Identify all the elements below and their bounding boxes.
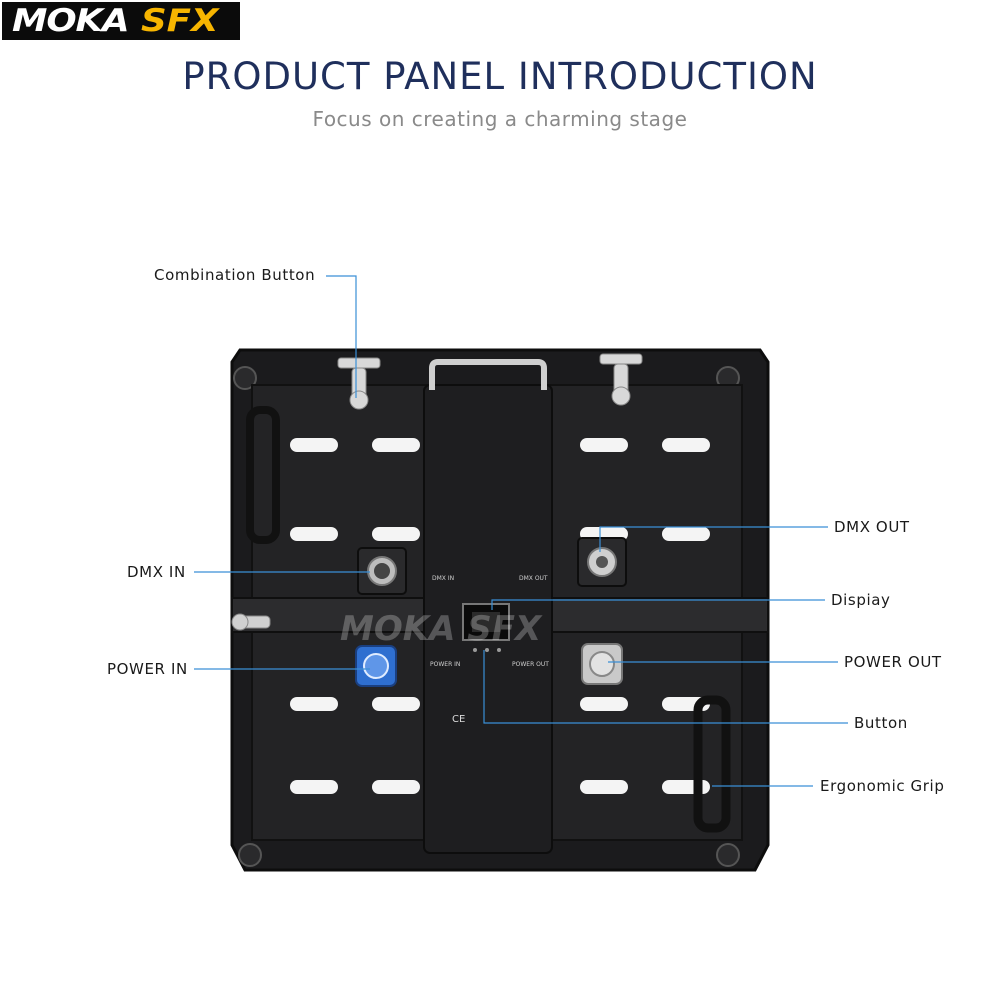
power-in-connector <box>355 645 397 687</box>
dmx-in-connector <box>357 547 407 595</box>
label-ergonomic-grip: Ergonomic Grip <box>820 777 945 795</box>
certification-marks: CE <box>452 714 465 725</box>
label-power-out: POWER OUT <box>844 653 942 671</box>
label-combination-button: Combination Button <box>154 266 316 284</box>
leader-button <box>483 650 848 724</box>
power-out-connector <box>581 643 623 685</box>
logo-text-moka: MOKA <box>12 3 130 39</box>
dmx-out-connector <box>577 537 627 587</box>
label-dmx-out: DMX OUT <box>834 518 910 536</box>
brand-logo: MOKA SFX <box>2 2 240 40</box>
leader-display <box>491 599 825 610</box>
page-title: PRODUCT PANEL INTRODUCTION <box>182 55 818 98</box>
panel-mark-power-out: POWER OUT <box>512 661 549 668</box>
combination-lock-right <box>599 353 643 406</box>
control-buttons <box>473 648 501 652</box>
top-handle <box>429 359 547 390</box>
label-dmx-in: DMX IN <box>127 563 186 581</box>
corner-bolts <box>233 366 740 867</box>
combination-lock-left <box>337 357 381 410</box>
panel-mark-dmx-in: DMX IN <box>432 575 454 582</box>
label-display: Dispiay <box>831 591 891 609</box>
ventilation-slots <box>290 438 710 794</box>
leader-lines <box>194 275 848 787</box>
panel-mark-dmx-out: DMX OUT <box>519 575 548 582</box>
left-grip <box>246 406 280 544</box>
label-power-in: POWER IN <box>107 660 188 678</box>
leader-combination-button <box>326 275 357 398</box>
panel-mark-power-in: POWER IN <box>430 661 460 668</box>
leader-dmx-out <box>599 526 828 552</box>
page-subtitle: Focus on creating a charming stage <box>312 107 688 131</box>
watermark-text: MOKA SFX <box>340 609 543 649</box>
ergonomic-grip-shape <box>693 695 731 833</box>
logo-text-sfx: SFX <box>141 3 219 39</box>
label-button: Button <box>854 714 908 732</box>
side-lock-left <box>231 613 271 631</box>
